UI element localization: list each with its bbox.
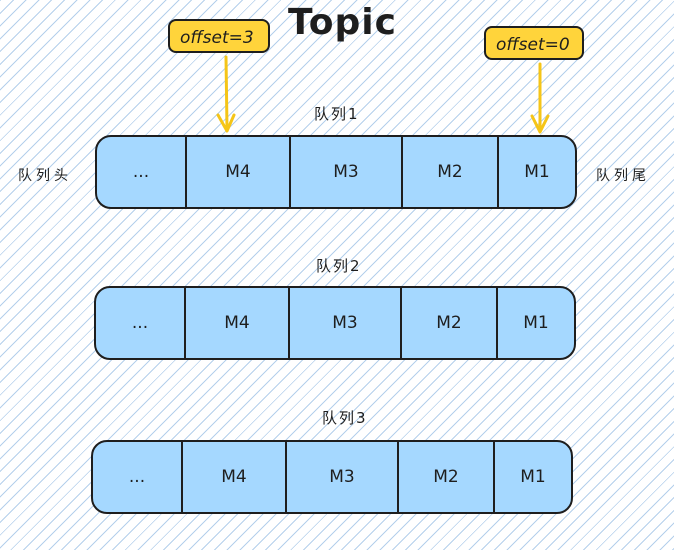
queue-2: ... M4 M3 M2 M1 bbox=[94, 286, 576, 360]
queue-cell: M2 bbox=[400, 288, 496, 358]
queue-cell: ... bbox=[132, 162, 150, 182]
queue-cell: M1 bbox=[497, 137, 575, 207]
queue-cell: ... bbox=[131, 313, 149, 333]
queue-cell: M3 bbox=[285, 442, 397, 512]
queue-cell: M3 bbox=[289, 137, 401, 207]
queue-cell: M4 bbox=[185, 137, 289, 207]
queue-head-label: 队列头 bbox=[18, 168, 72, 184]
queue-cell: M1 bbox=[496, 288, 574, 358]
queue-tail-label: 队列尾 bbox=[596, 168, 650, 184]
queue-cell: ... bbox=[128, 467, 146, 487]
topic-title: Topic bbox=[288, 2, 397, 43]
offset-tag-queue1-m1: offset=0 bbox=[484, 26, 584, 60]
offset-arrow-m4 bbox=[216, 55, 236, 133]
queue-3: ... M4 M3 M2 M1 bbox=[91, 440, 573, 514]
offset-arrow-m1 bbox=[530, 62, 550, 134]
queue-1: ... M4 M3 M2 M1 bbox=[95, 135, 577, 209]
queue-cell: M4 bbox=[184, 288, 288, 358]
queue-cell: M3 bbox=[288, 288, 400, 358]
queue-label-3: 队列3 bbox=[322, 409, 368, 427]
queue-cell: M4 bbox=[181, 442, 285, 512]
offset-tag-queue1-m4: offset=3 bbox=[168, 19, 270, 53]
queue-cell: M2 bbox=[401, 137, 497, 207]
queue-label-1: 队列1 bbox=[314, 105, 360, 123]
queue-label-2: 队列2 bbox=[316, 257, 362, 275]
queue-cell: M2 bbox=[397, 442, 493, 512]
queue-cell: M1 bbox=[493, 442, 571, 512]
